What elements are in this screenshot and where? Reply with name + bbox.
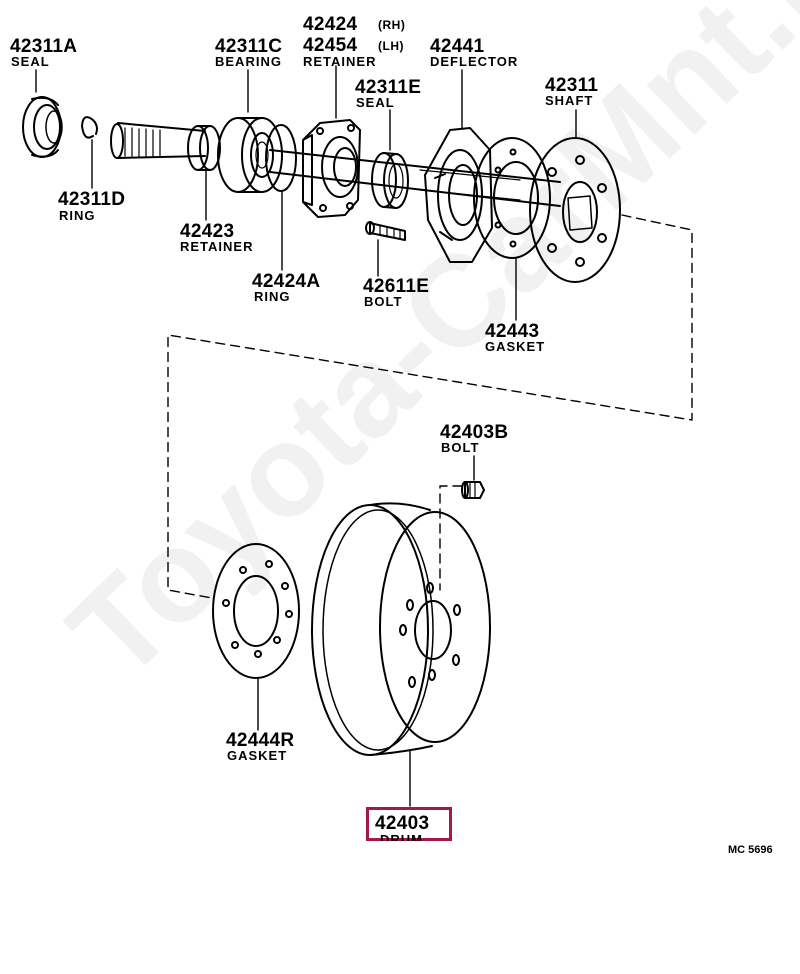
part-number-42403b: 42403B xyxy=(440,422,509,443)
side-label-lh: (LH) xyxy=(378,39,404,53)
shaft-42311-drawing xyxy=(110,122,561,207)
retainer-42424-drawing xyxy=(302,119,361,218)
part-name-seal-e: SEAL xyxy=(356,95,395,110)
part-number-42311e: 42311E xyxy=(355,77,422,98)
part-name-gasket: GASKET xyxy=(485,339,546,354)
part-name-drum: DRUM xyxy=(380,832,423,847)
diagram-code: MC 5696 xyxy=(728,844,773,856)
part-name-seal: SEAL xyxy=(11,54,50,69)
part-name-ring-42424a: RING xyxy=(254,289,291,304)
ring-42424a-drawing xyxy=(265,124,297,192)
retainer-42423-drawing xyxy=(187,125,221,171)
dashed-assembly-lines xyxy=(167,214,693,599)
bolt-42611e-drawing xyxy=(365,221,406,241)
ring-42311d-drawing xyxy=(81,116,98,139)
drum-42403-drawing xyxy=(311,502,491,756)
part-name-bolt: BOLT xyxy=(364,294,403,309)
part-number-42311c: 42311C xyxy=(215,36,283,57)
part-name-deflector: DEFLECTOR xyxy=(430,54,519,69)
part-number-42311a: 42311A xyxy=(10,36,78,57)
part-number-42444r: 42444R xyxy=(226,730,295,751)
deflector-42441-drawing xyxy=(424,127,493,263)
part-number-42424: 42424 xyxy=(303,14,358,35)
part-number-42441: 42441 xyxy=(430,36,485,57)
part-number-42611e: 42611E xyxy=(363,276,430,297)
gasket-42443-drawing xyxy=(473,137,551,259)
part-name-retainer: RETAINER xyxy=(303,54,377,69)
side-label-rh: (RH) xyxy=(378,18,406,32)
part-number-42423: 42423 xyxy=(180,221,235,242)
bolt-42403b-drawing xyxy=(461,481,485,499)
part-name-bearing: BEARING xyxy=(215,54,282,69)
seal-42311e-drawing xyxy=(371,152,409,209)
part-name-gasket-42444r: GASKET xyxy=(227,748,288,763)
part-name-ring: RING xyxy=(59,208,96,223)
highlight-frame xyxy=(366,807,452,841)
shaft-flange-42311-drawing xyxy=(529,137,621,283)
part-name-shaft: SHAFT xyxy=(545,93,594,108)
part-number-42424a: 42424A xyxy=(252,271,321,292)
part-number-42454: 42454 xyxy=(303,35,358,56)
part-number-42311d: 42311D xyxy=(58,189,126,210)
bearing-42311c-drawing xyxy=(217,117,283,193)
part-name-bolt-42403b: BOLT xyxy=(441,440,480,455)
gasket-42444r-drawing xyxy=(212,543,300,679)
part-number-42311: 42311 xyxy=(545,75,599,96)
part-number-42443: 42443 xyxy=(485,321,540,342)
part-name-retainer-42423: RETAINER xyxy=(180,239,254,254)
leader-lines xyxy=(35,65,577,807)
seal-42311a-drawing xyxy=(22,96,63,158)
part-number-42403[interactable]: 42403 xyxy=(375,813,430,834)
